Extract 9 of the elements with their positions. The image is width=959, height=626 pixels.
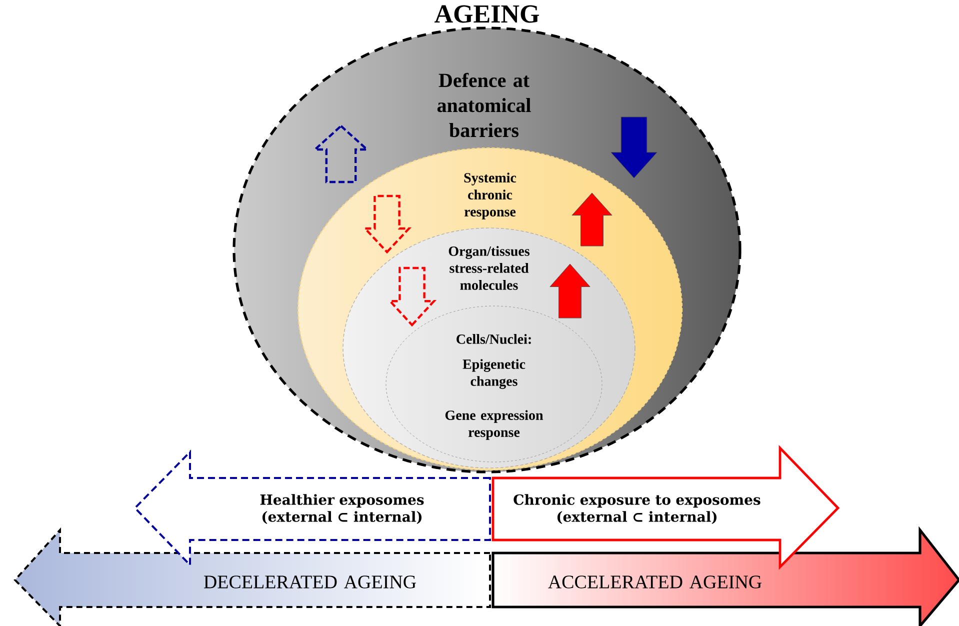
ellipse-label: Organ/tissues stress-related molecules — [448, 246, 530, 290]
ellipse-label: Defence at anatomical barriers — [437, 72, 531, 138]
ellipse-label: Cells/Nuclei: Epigenetic changes Gene expression response — [445, 334, 544, 440]
arrow-band: ACCELERATED AGEING — [492, 526, 959, 626]
arrow-band: Healthier exposomes (external ⊂ internal) — [134, 450, 491, 568]
title: AGEING — [434, 5, 539, 23]
arrow-band: Chronic exposure to exposomes (external ⊂ internal) — [492, 445, 840, 570]
ellipse-label: Systemic chronic response — [464, 172, 516, 220]
arrow-band: DECELERATED AGEING — [14, 527, 491, 626]
